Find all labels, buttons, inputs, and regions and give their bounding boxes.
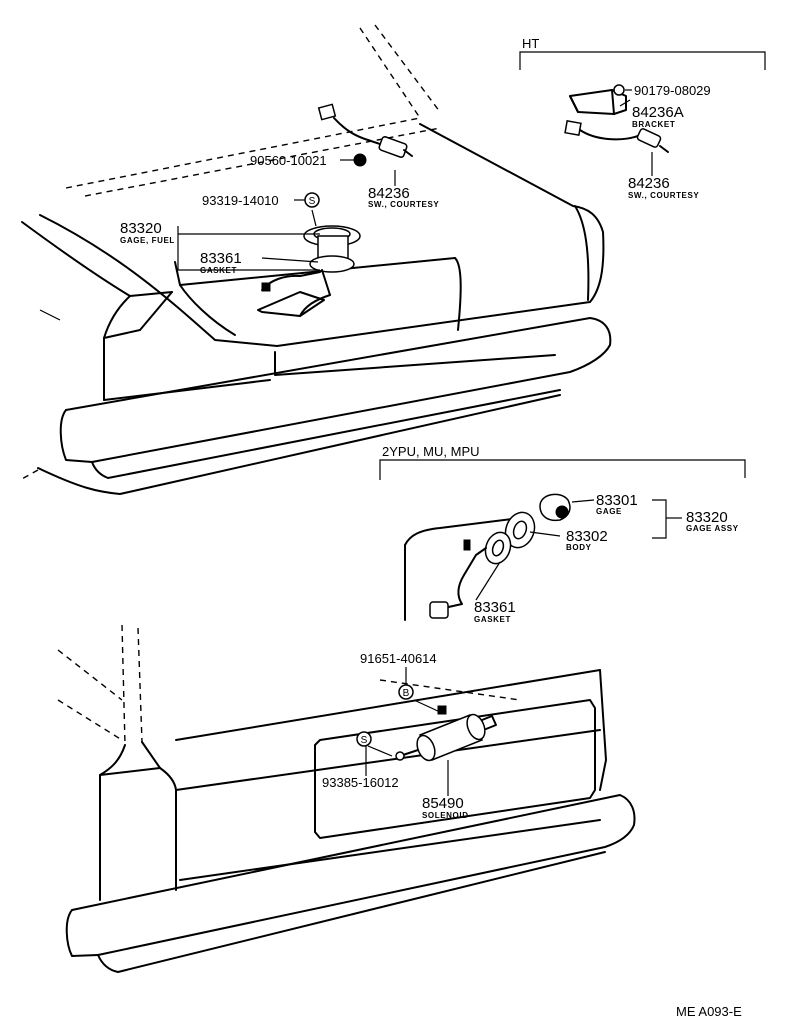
- svg-text:B: B: [403, 688, 410, 699]
- diagram-code: ME A093-E: [676, 1004, 742, 1019]
- courtesy-switch-harness-drawing: [317, 103, 413, 167]
- gage-assy-drawing: [404, 493, 571, 621]
- part-number-83361-tailgate: 83361: [474, 599, 516, 616]
- solenoid-drawing: [395, 705, 497, 762]
- part-number-84236: 84236: [368, 185, 410, 202]
- ht-bracket-drawing: [564, 84, 669, 153]
- svg-text:S: S: [309, 196, 316, 207]
- leader-lines: [177, 51, 766, 796]
- part-number-84236-ht: 84236: [628, 175, 670, 192]
- part-number-84236a: 84236A: [632, 104, 684, 121]
- part-desc-courtesy-switch-ht: SW., COURTESY: [628, 191, 699, 200]
- part-number-83320-assy: 83320: [686, 509, 728, 526]
- part-number-93319-14010: 93319-14010: [202, 193, 279, 208]
- part-desc-solenoid: SOLENOID: [422, 811, 469, 820]
- part-number-90179-08029: 90179-08029: [634, 83, 711, 98]
- marker-s-solenoid: S: [356, 731, 372, 747]
- part-desc-gage-assy: GAGE ASSY: [686, 524, 739, 533]
- part-number-91651-40614: 91651-40614: [360, 651, 437, 666]
- part-number-83361: 83361: [200, 250, 242, 267]
- part-desc-gasket: GASKET: [200, 266, 237, 275]
- part-desc-body: BODY: [566, 543, 592, 552]
- part-number-85490: 85490: [422, 795, 464, 812]
- fuel-gage-sender-drawing: [257, 225, 361, 317]
- part-number-83320: 83320: [120, 220, 162, 237]
- marker-b-solenoid: B: [398, 684, 414, 700]
- marker-s-upper: S: [304, 192, 320, 208]
- part-desc-bracket: BRACKET: [632, 120, 675, 129]
- svg-text:S: S: [361, 735, 368, 746]
- section-label-tailgate: 2YPU, MU, MPU: [382, 444, 480, 459]
- part-number-90560-10021: 90560-10021: [250, 153, 327, 168]
- part-number-83302: 83302: [566, 528, 608, 545]
- upper-car-body-drawing: [19, 24, 612, 495]
- part-number-83301: 83301: [596, 492, 638, 509]
- part-number-93385-16012: 93385-16012: [322, 775, 399, 790]
- part-desc-fuel-gage: GAGE, FUEL: [120, 236, 175, 245]
- section-label-ht: HT: [522, 36, 539, 51]
- part-desc-gasket-tailgate: GASKET: [474, 615, 511, 624]
- part-desc-courtesy-switch: SW., COURTESY: [368, 200, 439, 209]
- part-desc-gage: GAGE: [596, 507, 622, 516]
- lower-car-body-drawing: [57, 624, 636, 973]
